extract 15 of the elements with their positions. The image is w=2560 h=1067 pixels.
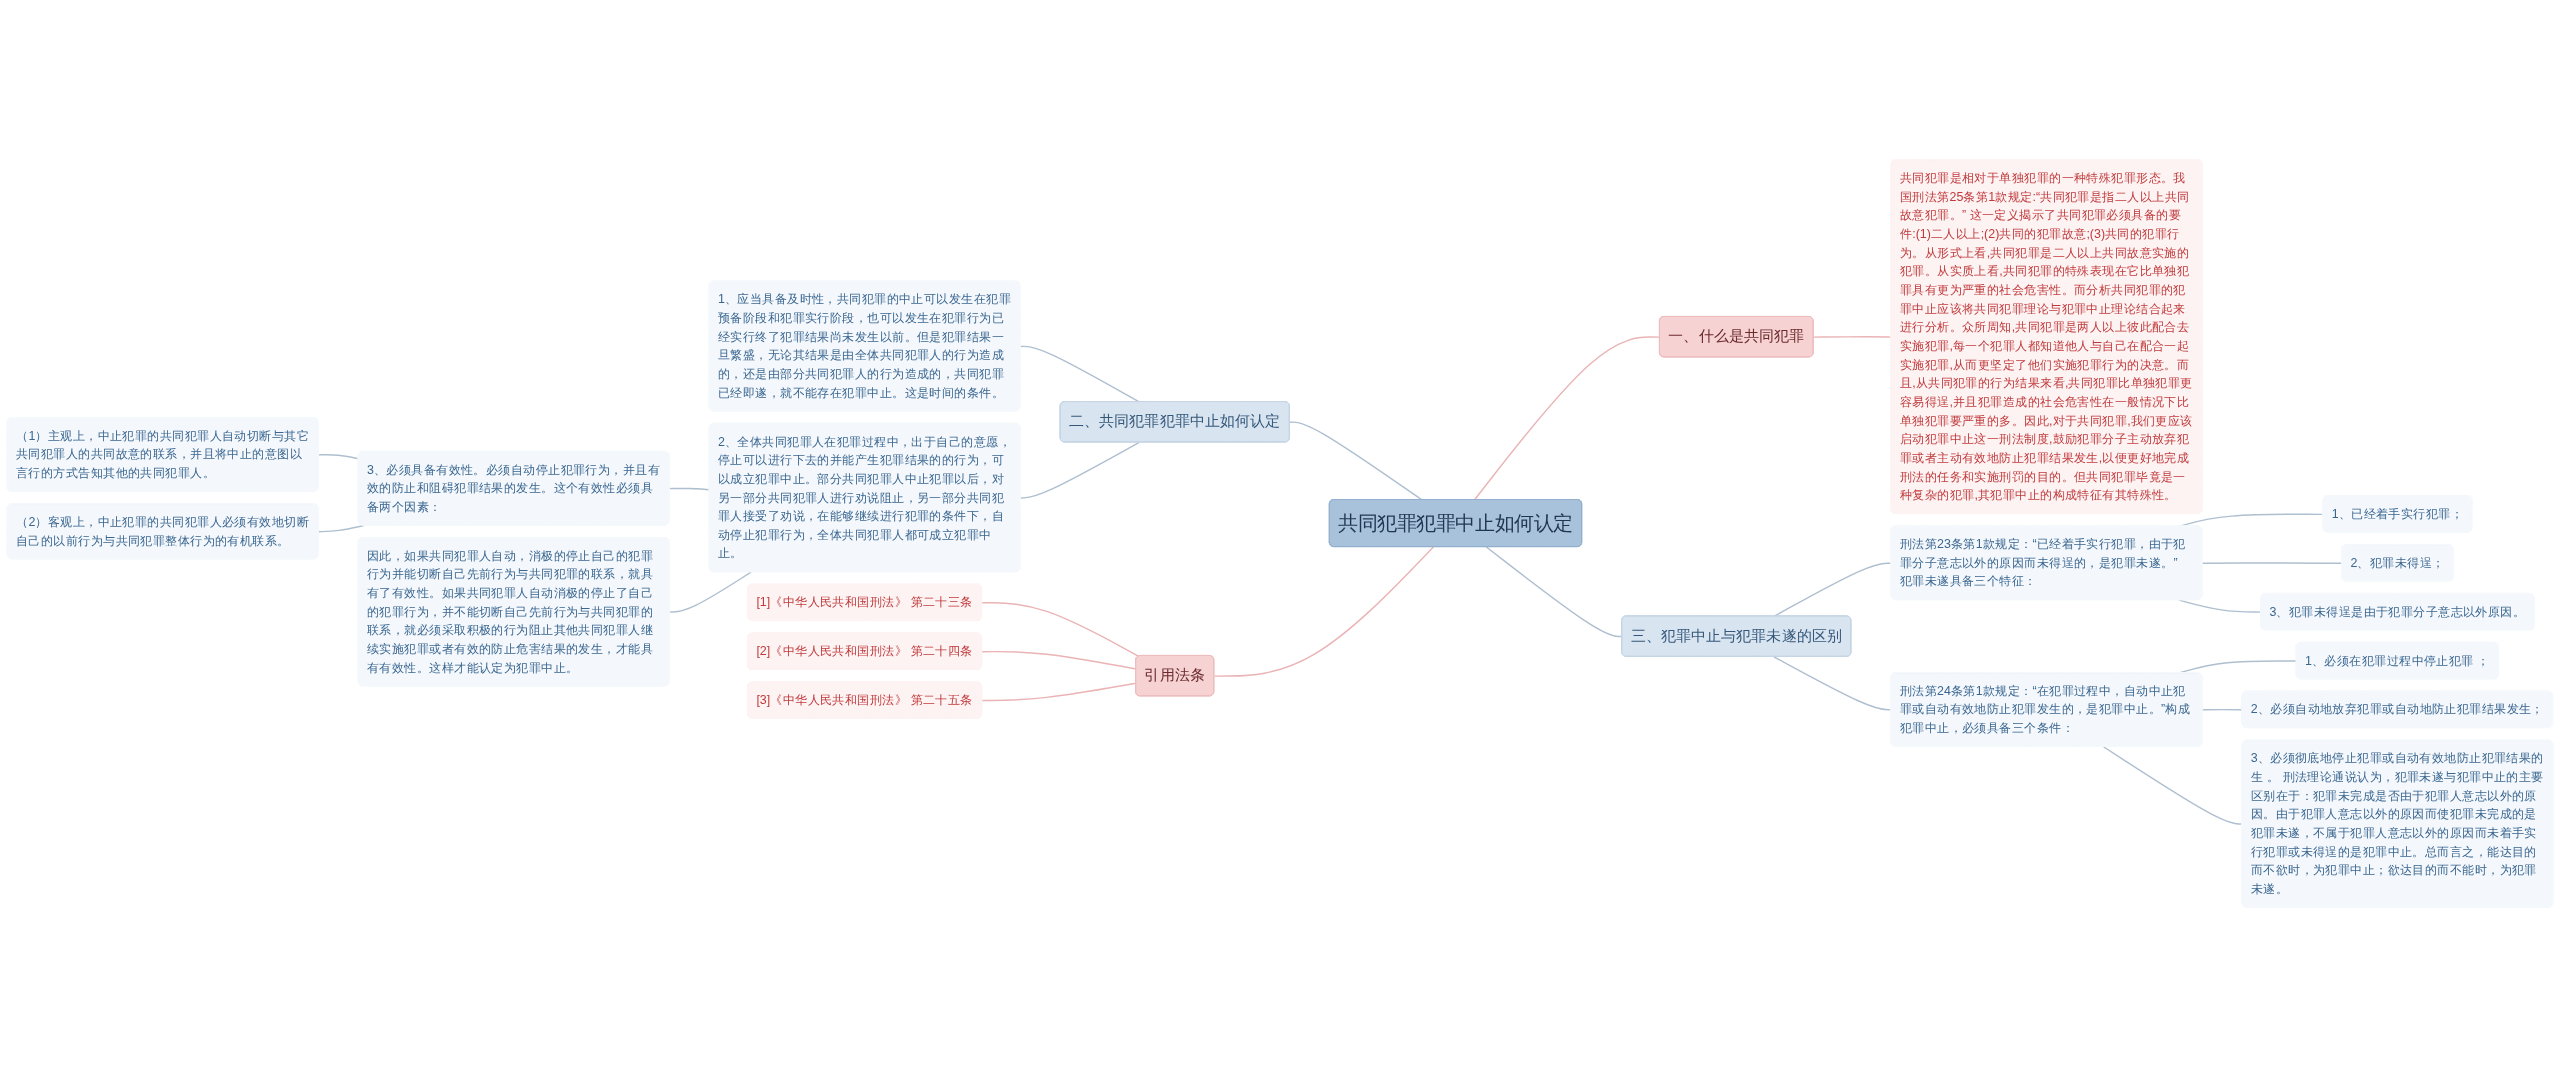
connector — [981, 682, 1137, 702]
connector — [1019, 441, 1140, 499]
connector — [981, 650, 1137, 670]
connector — [2178, 599, 2262, 613]
connector — [1213, 546, 1435, 677]
connector — [1289, 421, 1423, 501]
connector — [1485, 546, 1623, 638]
connector — [668, 571, 752, 613]
connector — [317, 524, 365, 533]
connector — [1473, 336, 1661, 501]
connector — [317, 454, 360, 460]
connector — [981, 602, 1140, 657]
connector — [2201, 562, 2343, 564]
connector — [668, 487, 711, 491]
connector — [1019, 345, 1140, 403]
